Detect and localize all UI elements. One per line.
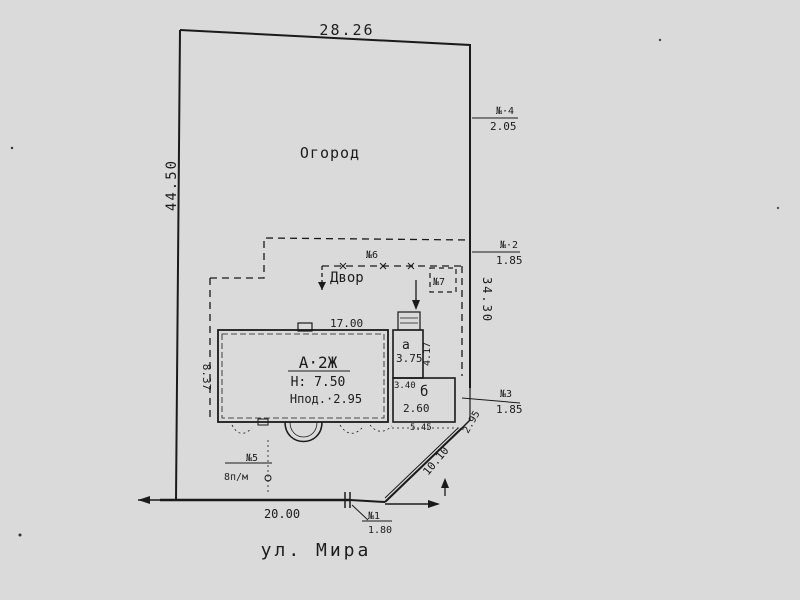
diag-entry-arrowhead [441,478,449,488]
n7-arrowhead [412,300,420,310]
n1-value: 1.80 [368,525,392,536]
n3-leader [461,397,521,404]
n7-label: №7 [433,277,445,288]
right-mid-label: 34.30 [480,277,494,323]
n2-value: 1.85 [496,254,523,267]
right-arrowhead [428,500,440,508]
n3-value: 1.85 [496,403,523,416]
extension-b [392,377,456,423]
yard-dashed-outline [210,237,471,279]
extension-a-value: 3.75 [396,352,423,365]
yard-arrowhead [318,282,326,290]
chimney [297,322,313,332]
extension-a-letter: а [402,338,410,353]
n5-pole [264,474,272,482]
house-foundation-height: Нпод.·2.95 [290,392,362,406]
plot-boundary-diagonal-inner [384,427,459,499]
n2-label: №·2 [500,240,518,251]
n1-label: №1 [368,511,380,522]
left-arrowhead [138,496,150,504]
paper-dot-4 [776,206,780,210]
main-house-outline [217,329,389,423]
extension-b-bottom-label: 5.45 [410,423,432,433]
extension-a-porch [397,311,421,331]
fence-ticks [339,262,415,270]
n4-value: 2.05 [490,120,517,133]
bottom-width-label: 20.00 [264,507,300,521]
extension-b-letter: б [420,384,428,400]
extension-b-value: 2.60 [403,402,430,415]
main-house-inner [221,333,385,419]
step [257,418,269,426]
paper-dot-2 [10,146,14,150]
n6-label: №6 [366,250,378,261]
street-name: ул. Мира [261,540,372,561]
plot-boundary-left [175,29,181,501]
left-height-label: 44.50 [164,159,180,211]
plot-boundary-diagonal [384,427,463,503]
plot-corner-edge [461,419,471,429]
plot-boundary-bottom-right [349,499,386,503]
top-width-label: 28.26 [319,21,374,39]
house-depth-label: 8.37 [200,364,213,391]
gate-leader [351,504,369,521]
n4-label: №·4 [496,106,514,117]
small-vertical-label: 4.17 [422,342,433,366]
outbuilding-n7 [429,267,457,293]
n5-label: №5 [246,453,258,464]
plot-boundary-top-right [179,29,471,388]
extension-b-top-label: 3.40 [394,381,416,391]
paper-dot-3 [658,38,662,42]
n3-label: №3 [500,389,512,400]
house-height: Н: 7.50 [291,375,346,390]
house-title: А·2Ж [299,353,338,372]
yard-label: Двор [330,270,364,286]
porch-inner [289,421,318,438]
n5-sub-label: 8п/м [224,472,248,483]
garden-label: Огород [300,144,360,162]
house-width-label: 17.00 [330,317,363,330]
porch-outline [284,421,323,443]
paper-dot-1 [18,533,22,537]
